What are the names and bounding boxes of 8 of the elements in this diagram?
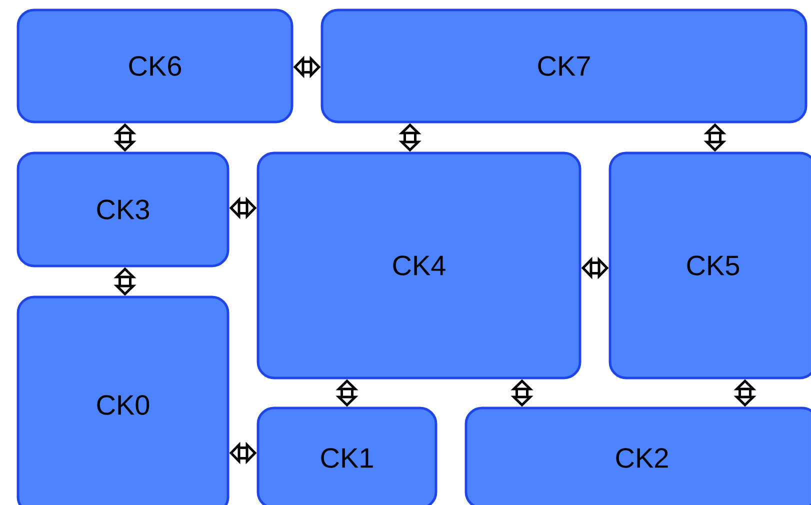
box: CK7 (320, 8, 808, 124)
box: CK5 (608, 152, 811, 380)
box: CK1 (256, 406, 438, 505)
box: CK2 (464, 406, 811, 505)
box: CK4 (256, 152, 582, 380)
box: CK3 (16, 152, 230, 268)
box: CK0 (16, 296, 230, 505)
box: CK6 (16, 8, 294, 124)
